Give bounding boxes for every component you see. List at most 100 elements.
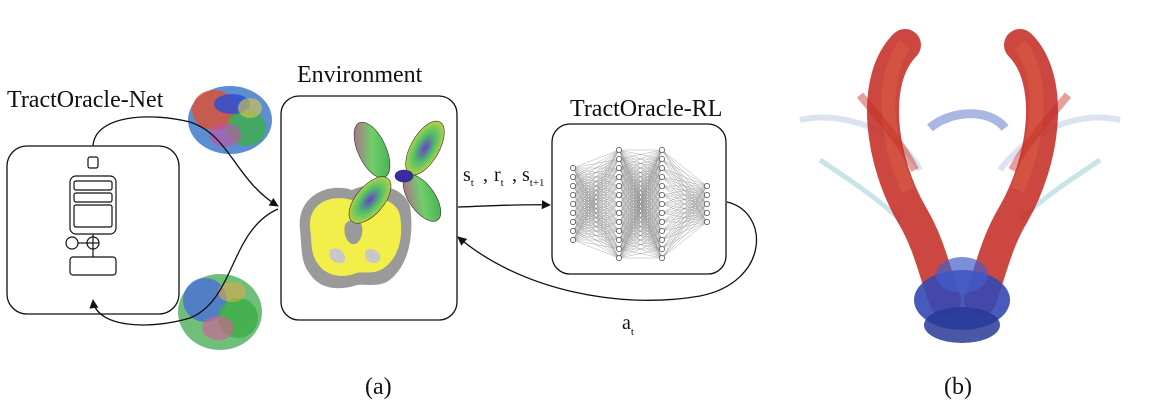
nn-node: [616, 219, 622, 225]
nn-node: [659, 201, 665, 207]
nn-edge: [618, 149, 663, 160]
nn-node: [659, 210, 665, 216]
transition-label: st , rt , st+1: [463, 164, 545, 189]
nn-edge: [661, 185, 708, 259]
nn-edge: [572, 176, 620, 241]
nn-edge: [661, 185, 708, 232]
nn-node: [570, 174, 576, 180]
nn-node: [659, 165, 665, 171]
nn-edge: [618, 149, 663, 232]
nn-node: [616, 201, 622, 207]
nn-edge: [572, 239, 620, 250]
nn-node: [616, 255, 622, 261]
svg-text:st+1: st+1: [522, 164, 545, 189]
nn-edge: [661, 149, 708, 187]
nn-edge: [618, 149, 663, 169]
tractography-bundles: [799, 29, 1121, 343]
nn-node: [616, 147, 622, 153]
nn-edge: [618, 149, 663, 250]
tractoracle-net-label: TractOracle-Net: [7, 87, 164, 113]
nn-edge: [618, 176, 663, 259]
nn-edge: [661, 185, 708, 196]
nn-node: [659, 156, 665, 162]
nn-node: [616, 156, 622, 162]
nn-node: [616, 210, 622, 216]
nn-edge: [661, 185, 708, 214]
nn-edge: [618, 221, 663, 259]
arrow-env-to-net-bottom: [89, 208, 279, 326]
nn-edge: [572, 149, 620, 187]
nn-edge: [618, 149, 663, 259]
nn-edge: [618, 149, 663, 178]
tractogram-bottom: [178, 274, 262, 350]
nn-edge: [661, 158, 708, 187]
nn-edge: [572, 149, 620, 223]
nn-edge: [572, 149, 620, 178]
nn-node: [659, 255, 665, 261]
nn-edge: [618, 149, 663, 241]
nn-node: [616, 237, 622, 243]
nn-node: [616, 228, 622, 234]
nn-edge: [661, 185, 708, 205]
nn-edge: [618, 212, 663, 259]
nn-edge: [572, 221, 620, 241]
nn-edge: [572, 239, 620, 259]
nn-node: [659, 219, 665, 225]
nn-edge: [618, 158, 663, 259]
nn-node: [659, 228, 665, 234]
svg-text:,: ,: [483, 164, 488, 186]
nn-node: [704, 183, 710, 189]
svg-text:rt: rt: [494, 164, 504, 189]
nn-edge: [572, 158, 620, 241]
arrow-rl-to-env: [457, 201, 758, 301]
nn-node: [704, 210, 710, 216]
nn-edge: [618, 203, 663, 259]
nn-edge: [572, 167, 620, 241]
nn-node: [659, 246, 665, 252]
nn-edge: [618, 149, 663, 214]
nn-edge: [572, 203, 620, 241]
nn-node: [659, 174, 665, 180]
nn-edge: [618, 185, 663, 259]
nn-node: [659, 183, 665, 189]
nn-node: [704, 219, 710, 225]
nn-node: [616, 192, 622, 198]
nn-node: [659, 237, 665, 243]
tractoracle-rl-label: TractOracle-RL: [570, 96, 722, 122]
nn-edge: [661, 212, 708, 259]
nn-edge: [618, 149, 663, 223]
brain-slice: [299, 185, 412, 289]
nn-edge: [661, 167, 708, 187]
nn-node: [570, 219, 576, 225]
nn-node: [570, 201, 576, 207]
nn-node: [616, 183, 622, 189]
nn-node: [570, 165, 576, 171]
nn-edge: [661, 185, 708, 241]
nn-edge: [572, 149, 620, 214]
arrow-net-to-env-top: [92, 116, 279, 207]
nn-edge: [661, 203, 708, 259]
nn-node: [704, 201, 710, 207]
nn-edge: [661, 221, 708, 259]
nn-edge: [661, 185, 708, 250]
nn-node: [570, 237, 576, 243]
nn-edge: [661, 185, 708, 223]
nn-edge: [618, 149, 663, 205]
nn-edge: [618, 230, 663, 259]
nn-edge: [572, 149, 620, 241]
nn-edge: [572, 230, 620, 241]
nn-node: [616, 246, 622, 252]
nn-edge: [618, 194, 663, 259]
nn-edge: [618, 149, 663, 187]
action-label: at: [622, 312, 634, 338]
nn-edge: [572, 149, 620, 196]
nn-node: [704, 192, 710, 198]
nn-edge: [618, 248, 663, 259]
nn-edge: [572, 194, 620, 241]
nn-node: [659, 192, 665, 198]
svg-text:,: ,: [512, 164, 517, 186]
caption-b: (b): [944, 374, 972, 400]
nn-edge: [661, 194, 708, 259]
svg-text:st: st: [463, 164, 474, 189]
